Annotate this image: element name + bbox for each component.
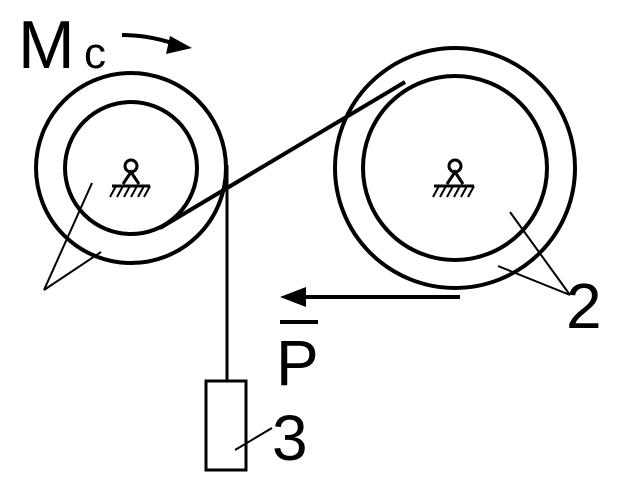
moment-label-subscript: c [84,29,106,78]
left-ground-hatch [109,185,151,198]
label-force-p: P [276,327,319,399]
right-pivot-support [432,158,475,198]
load-3-leader [234,427,273,451]
label-body-2: 2 [566,270,602,342]
right-pulley-outer-rim [333,46,577,290]
right-pulley-leaders [497,211,571,296]
left-pivot-bracket [121,169,141,185]
left-pulley-leaders [43,182,102,291]
label-body-3: 3 [272,402,308,474]
load-block-3 [204,379,248,472]
right-pulley [333,46,577,290]
right-pivot-bracket [445,169,465,185]
right-ground-hatch [432,185,475,198]
connecting-belt [158,80,407,230]
moment-label-m: M [18,7,75,83]
left-pivot-support [109,158,151,198]
moment-arrow [121,33,192,54]
force-p-arrow [280,287,460,307]
left-pulley-inner-rim [63,100,199,236]
right-pulley-inner-rim [361,74,549,262]
